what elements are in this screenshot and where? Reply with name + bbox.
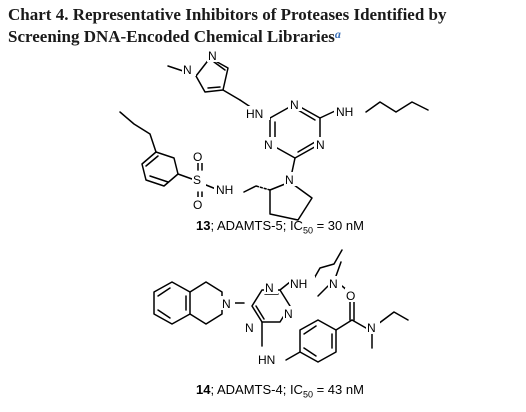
atom-label: N — [245, 321, 254, 335]
triazine-inner-1 — [297, 109, 316, 121]
atom-label: N — [284, 307, 293, 321]
benzene-b-inner-a — [303, 325, 317, 335]
compound-14-structure: N N N N NH N HN O N — [153, 249, 409, 367]
ethyl-chain — [311, 249, 343, 283]
compound-13-caption: 13; ADAMTS-5; IC50 = 30 nM — [196, 218, 364, 236]
compound-number: 13 — [196, 218, 211, 233]
atom-label: N — [222, 297, 231, 311]
stereo-hash-bond — [255, 185, 271, 191]
carbonyl-n-bond — [351, 319, 367, 329]
butyl-chain — [365, 101, 429, 113]
atom-label: N — [285, 173, 294, 187]
propyl-chain — [119, 111, 157, 153]
triazine-pyrrolidine-bond — [291, 157, 296, 173]
benzene-inner-a — [157, 287, 171, 297]
ch2-sulfonamide-bond — [243, 185, 257, 193]
benzene-b-inner-c — [303, 347, 317, 357]
ic50-value: 30 nM — [327, 218, 364, 233]
ic50-value: 43 nM — [327, 382, 364, 397]
atom-label: S — [193, 173, 201, 187]
s-phenyl-bond — [177, 173, 193, 180]
triazine-ring-13 — [269, 103, 321, 159]
benzene-inner-b — [157, 309, 171, 319]
target-name: ADAMTS-4 — [216, 382, 283, 397]
triazine-inner-b — [255, 305, 265, 320]
triazine-inner-3 — [297, 141, 316, 153]
benzene-ring-14b — [299, 319, 337, 363]
phenyl-carbonyl-bond — [335, 319, 353, 331]
atom-label: N — [183, 63, 192, 77]
imidazole-double-bond-2 — [207, 86, 221, 89]
n-ethyl-amide — [377, 311, 409, 325]
target-name: ADAMTS-5 — [216, 218, 283, 233]
atom-label: N — [316, 138, 325, 152]
footnote-marker: a — [334, 27, 341, 41]
ch2-bond — [222, 89, 241, 101]
compound-number: 14 — [196, 382, 211, 397]
benzene-inner-1 — [149, 175, 169, 183]
nh-ch2-bond — [285, 351, 301, 361]
benzene-ring-14 — [153, 281, 191, 325]
pyrrolidine-ring — [269, 181, 313, 221]
compound-14-caption: 14; ADAMTS-4; IC50 = 43 nM — [196, 382, 364, 400]
triazine-nh-bond — [319, 110, 336, 119]
benzene-inner-2 — [145, 155, 159, 167]
atom-label: N — [208, 49, 217, 63]
atom-label: NH — [336, 105, 353, 119]
tetrahydro-ring — [189, 281, 223, 325]
compound-13-structure: N N HN NH N N N N S O O NH — [119, 48, 429, 221]
atom-label: NH — [290, 277, 307, 291]
atom-label: O — [193, 150, 202, 164]
chart-heading: Chart 4. Representative Inhibitors of Pr… — [8, 4, 520, 48]
atom-label: HN — [246, 107, 263, 121]
atom-label: NH — [216, 183, 233, 197]
atom-label: N — [329, 277, 338, 291]
atom-label: N — [265, 281, 274, 295]
triazine-nh-top-bond — [279, 281, 291, 291]
atom-label: N — [290, 98, 299, 112]
chart-heading-text: Chart 4. Representative Inhibitors of Pr… — [8, 5, 447, 46]
atom-label: N — [367, 321, 376, 335]
ethyl-n-bond — [335, 261, 342, 277]
atom-label: HN — [258, 353, 275, 367]
benzene-ring-13 — [141, 151, 179, 187]
n-methyl-1 — [317, 285, 329, 297]
atom-label: O — [346, 289, 355, 303]
imidazole-ring — [195, 57, 229, 93]
atom-label: O — [193, 198, 202, 212]
imidazole-double-bond — [213, 61, 226, 71]
atom-label: N — [264, 138, 273, 152]
